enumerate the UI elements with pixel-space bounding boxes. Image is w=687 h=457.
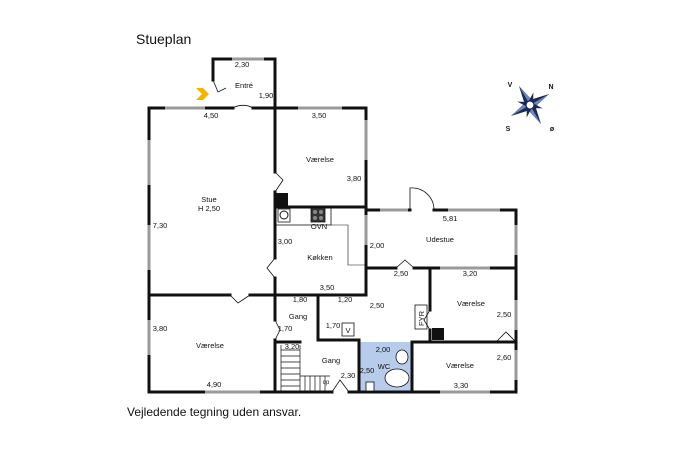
chimney-block	[275, 193, 288, 206]
kitchen-counter	[274, 206, 332, 226]
dim-170b: 1,70	[326, 321, 341, 330]
dim-udestue-w: 5,81	[443, 214, 458, 223]
compass-o: ø	[550, 126, 555, 133]
dim-stue-h: 7,30	[153, 221, 168, 230]
chimney-block-2	[432, 328, 444, 340]
boiler-box	[414, 304, 428, 330]
room-vaerelse-bl: Værelse	[196, 341, 224, 350]
stove-icon	[310, 207, 326, 223]
room-entre: Entré	[235, 81, 253, 90]
v-box	[341, 322, 355, 337]
label-fyr: FYR	[417, 310, 426, 326]
compass-n: N	[548, 84, 553, 91]
dim-bl-h: 3,80	[153, 324, 168, 333]
dim-250a: 2,50	[394, 269, 409, 278]
doors	[212, 79, 517, 393]
dim-490: 4,90	[207, 380, 222, 389]
dim-250wc: 2,50	[360, 366, 375, 375]
label-ovn: OVN	[311, 222, 327, 231]
dim-230: 2,30	[341, 371, 356, 380]
windows	[147, 57, 518, 394]
dim-260: 2,60	[497, 353, 512, 362]
room-stue: Stue	[201, 195, 216, 204]
label-op: op	[323, 380, 330, 386]
compass-rose-icon: N V S ø	[506, 82, 555, 133]
wc-sink-icon	[395, 349, 409, 365]
dim-120: 1,20	[338, 295, 353, 304]
room-gang-right: Gang	[322, 356, 340, 365]
sink-icon	[279, 210, 289, 220]
room-kokken: Køkken	[307, 253, 332, 262]
toilet-icon	[365, 381, 375, 392]
dim-320b: 3,20	[285, 342, 300, 351]
label-v: V	[345, 326, 350, 335]
dim-170a: 1,70	[278, 324, 293, 333]
room-vaerelse-right: Værelse	[457, 299, 485, 308]
plan-title: Stueplan	[136, 31, 192, 47]
bathtub-icon	[384, 368, 410, 388]
room-vaerelse-br: Værelse	[446, 361, 474, 370]
room-gang-left: Gang	[289, 312, 307, 321]
dim-kok-w: 3,50	[320, 283, 335, 292]
room-stue-height: H 2,50	[198, 204, 220, 213]
dim-entre-h: 1,90	[259, 91, 274, 100]
dim-250b: 2,50	[370, 301, 385, 310]
room-wc: WC	[378, 362, 391, 371]
dim-330: 3,30	[454, 381, 469, 390]
disclaimer: Vejledende tegning uden ansvar.	[127, 405, 302, 419]
stairs	[280, 345, 330, 392]
entry-arrow-icon	[196, 88, 209, 100]
room-vaerelse-top: Værelse	[306, 155, 334, 164]
compass-s: S	[506, 126, 511, 133]
dim-320: 3,20	[463, 269, 478, 278]
dim-180: 1,80	[293, 295, 308, 304]
dim-kok-h: 3,00	[278, 237, 293, 246]
dim-200: 2,00	[376, 345, 391, 354]
dim-250c: 2,50	[497, 310, 512, 319]
dim-udestue-h: 2,00	[370, 241, 385, 250]
dim-entre-w: 2,30	[235, 60, 250, 69]
compass-v: V	[508, 82, 513, 89]
dim-vaer-h: 3,80	[347, 174, 362, 183]
dim-vaer-top: 3,50	[312, 111, 327, 120]
dim-stue-top: 4,50	[204, 111, 219, 120]
room-udestue: Udestue	[426, 235, 454, 244]
